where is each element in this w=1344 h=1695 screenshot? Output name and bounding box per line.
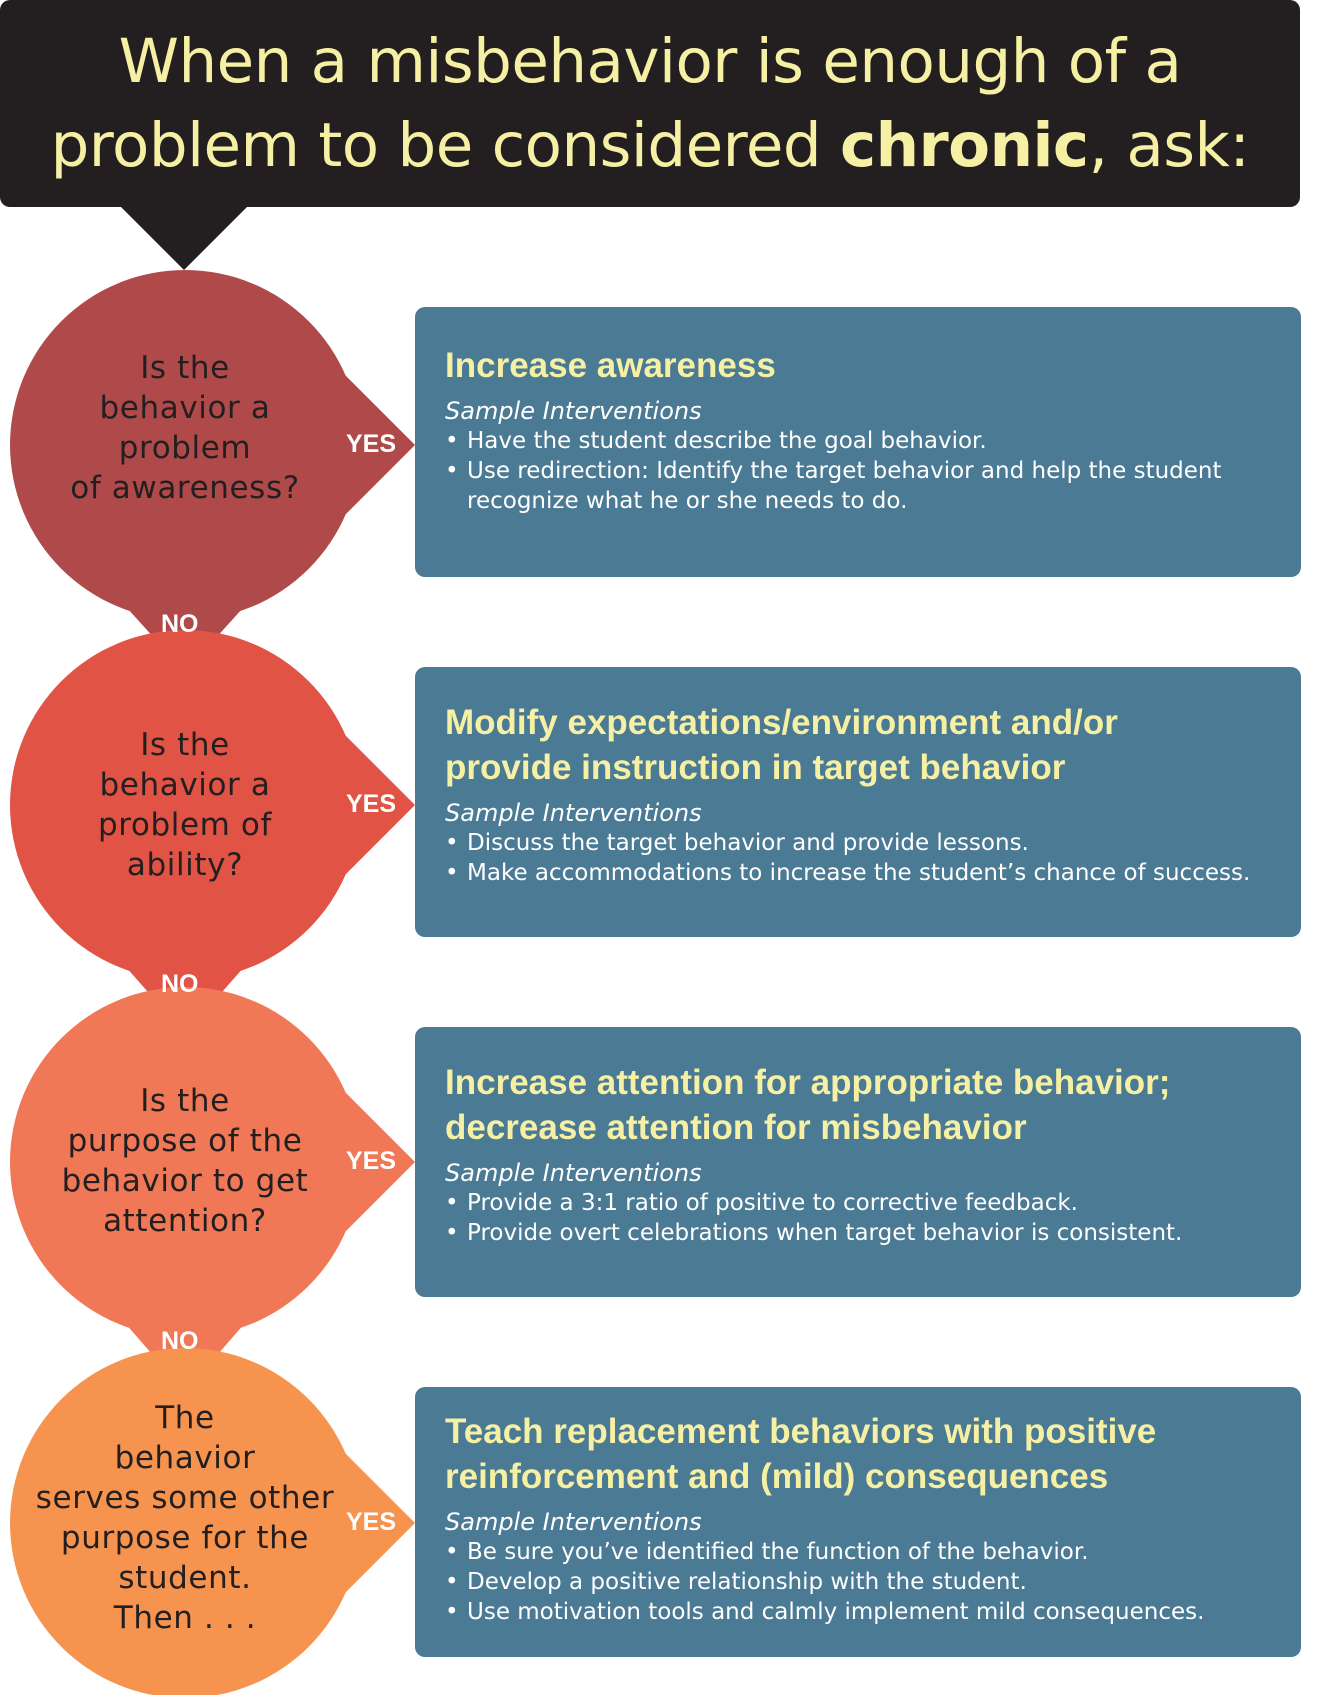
intervention-item: Have the student describe the goal behav… [445, 426, 1271, 456]
intervention-item: Develop a positive relationship with the… [445, 1567, 1271, 1597]
step-3-question: Is the purpose of the behavior to get at… [35, 1081, 335, 1241]
question-line: purpose of the [67, 1123, 303, 1159]
question-line: Is the [140, 350, 230, 386]
step-2-card: Modify expectations/environment and/or p… [415, 667, 1301, 937]
question-line: ability? [126, 847, 244, 883]
intervention-list: Have the student describe the goal behav… [445, 426, 1271, 516]
card-title-line-2: decrease attention for misbehavior [445, 1108, 1027, 1147]
intervention-item: Use motivation tools and calmly implemen… [445, 1597, 1271, 1627]
step-2-circle [10, 630, 360, 980]
intervention-item: Discuss the target behavior and provide … [445, 828, 1271, 858]
step-1-yes-label: YES [346, 430, 397, 458]
step-4-circle [10, 1348, 360, 1695]
step-1-shape [10, 270, 415, 672]
step-3-card: Increase attention for appropriate behav… [415, 1027, 1301, 1297]
question-line: serves some other [35, 1480, 335, 1516]
step-3-shape [10, 987, 415, 1392]
step-1-question: Is the behavior a problem of awareness? [35, 348, 335, 508]
card-subtitle: Sample Interventions [445, 397, 702, 425]
page-title: When a misbehavior is enough of a proble… [0, 0, 1300, 207]
question-line: Is the [140, 1083, 230, 1119]
intervention-list: Provide a 3:1 ratio of positive to corre… [445, 1188, 1271, 1248]
card-subtitle: Sample Interventions [445, 799, 702, 827]
card-subtitle: Sample Interventions [445, 1508, 702, 1536]
step-4-yes-label: YES [346, 1508, 397, 1536]
card-title-line-1: Teach replacement behaviors with positiv… [445, 1412, 1157, 1451]
step-2-yes-label: YES [346, 790, 397, 818]
question-line: The [155, 1400, 215, 1436]
step-4-question: The behavior serves some other purpose f… [35, 1398, 335, 1638]
intervention-item: Provide a 3:1 ratio of positive to corre… [445, 1188, 1271, 1218]
step-4-card: Teach replacement behaviors with positiv… [415, 1387, 1301, 1657]
title-line-1: When a misbehavior is enough of a [118, 25, 1182, 97]
question-line: of awareness? [70, 470, 300, 506]
step-2-no-label: NO [161, 970, 199, 998]
question-line: Then . . . [113, 1600, 257, 1636]
card-subtitle: Sample Interventions [445, 1159, 702, 1187]
intervention-list: Discuss the target behavior and provide … [445, 828, 1271, 888]
intervention-item: Use redirection: Identify the target beh… [445, 456, 1271, 516]
question-line: purpose for the [60, 1520, 310, 1556]
question-line: behavior to get [61, 1163, 309, 1199]
step-3-yes-arrow [335, 1082, 415, 1242]
card-title-line-2: provide instruction in target behavior [445, 748, 1066, 787]
intervention-item: Provide overt celebrations when target b… [445, 1218, 1271, 1248]
question-line: behavior [114, 1440, 256, 1476]
title-line-2-end: , ask: [1088, 109, 1250, 181]
question-line: behavior a [99, 767, 271, 803]
question-line: behavior a [99, 390, 271, 426]
step-1-card: Increase awareness Sample Interventions … [415, 307, 1301, 577]
question-line: Is the [140, 727, 230, 763]
title-emphasis: chronic [840, 109, 1089, 181]
intervention-item: Be sure you’ve identified the function o… [445, 1537, 1271, 1567]
question-line: problem [118, 430, 252, 466]
step-4-shape [10, 1348, 415, 1695]
step-2-question: Is the behavior a problem of ability? [35, 725, 335, 885]
step-1-yes-arrow [335, 365, 415, 525]
header-pointer [120, 206, 248, 270]
step-3-circle [10, 987, 360, 1337]
step-1-circle [10, 270, 360, 620]
card-title-line-2: reinforcement and (mild) consequences [445, 1457, 1109, 1496]
title-line-2: problem to be considered chronic, ask: [51, 104, 1250, 188]
title-line-2-start: problem to be considered [50, 109, 841, 181]
card-title: Increase awareness [445, 346, 776, 385]
card-title-line-1: Increase attention for appropriate behav… [445, 1063, 1171, 1102]
step-1-no-label: NO [161, 610, 199, 638]
question-line: problem of [97, 807, 272, 843]
question-line: attention? [103, 1203, 267, 1239]
intervention-list: Be sure you’ve identified the function o… [445, 1537, 1271, 1627]
intervention-item: Make accommodations to increase the stud… [445, 858, 1271, 888]
card-title-line-1: Modify expectations/environment and/or [445, 703, 1118, 742]
question-line: student. [118, 1560, 252, 1596]
step-4-yes-arrow [335, 1443, 415, 1603]
step-2-yes-arrow [335, 725, 415, 885]
step-3-yes-label: YES [346, 1147, 397, 1175]
step-3-no-label: NO [161, 1327, 199, 1355]
